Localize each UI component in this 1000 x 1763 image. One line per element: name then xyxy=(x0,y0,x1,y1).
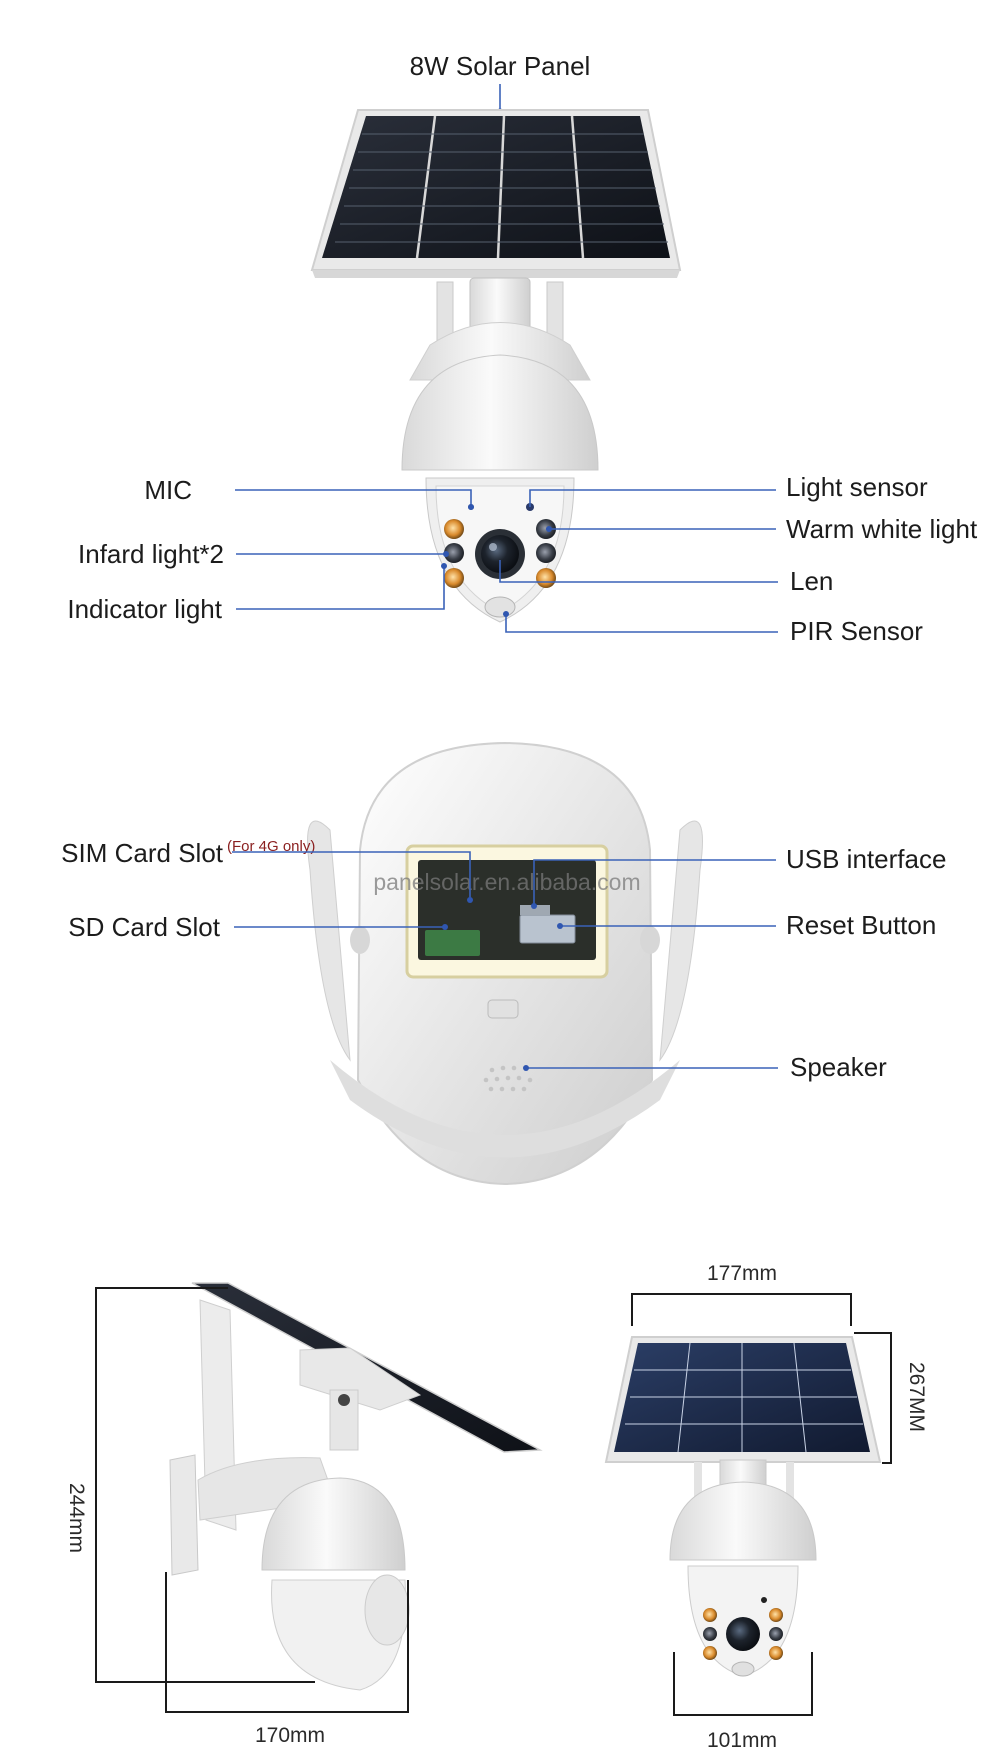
sim-slot-callout-dot xyxy=(467,897,473,903)
front-view-section: 8W Solar Panel xyxy=(67,51,978,646)
infrared-light-bottom xyxy=(444,568,464,588)
sim-slot-label: SIM Card Slot xyxy=(61,838,224,868)
usb-reset-illustration xyxy=(519,914,576,944)
front-body-width-dim: 101mm xyxy=(707,1729,777,1752)
side-view-illustration xyxy=(169,1282,543,1691)
warm-light-label: Warm white light xyxy=(786,514,978,544)
back-view-section: panelsolar.en.alibaba.com SIM Card Slot … xyxy=(61,741,946,1186)
light-sensor-callout-line xyxy=(529,489,776,507)
infrared-callout-dot xyxy=(443,551,449,557)
sd-slot-illustration xyxy=(425,930,480,956)
bracket-hook xyxy=(487,999,519,1019)
speaker-callout-dot xyxy=(523,1065,529,1071)
front-total-height-dim: 267MM xyxy=(905,1362,928,1432)
front-body-width-dim-line xyxy=(673,1652,813,1716)
watermark: panelsolar.en.alibaba.com xyxy=(373,869,640,895)
reset-label: Reset Button xyxy=(786,910,936,940)
sd-slot-label: SD Card Slot xyxy=(68,912,220,942)
speaker-label: Speaker xyxy=(790,1052,887,1082)
infrared-light-middle xyxy=(444,543,464,563)
front-view-small-illustration xyxy=(604,1336,882,1677)
pir-sensor-label: PIR Sensor xyxy=(790,616,923,646)
sim-slot-note: (For 4G only) xyxy=(227,838,315,855)
mic-label: MIC xyxy=(144,475,192,505)
pir-callout-line xyxy=(505,612,778,633)
indicator-light-label: Indicator light xyxy=(67,594,222,624)
usb-label: USB interface xyxy=(786,844,946,874)
camera-emitters xyxy=(444,503,556,618)
lens-callout-line xyxy=(499,560,778,583)
mic-callout-dot xyxy=(468,504,474,510)
side-screw-right xyxy=(640,926,660,954)
side-height-dim-line xyxy=(95,1287,315,1683)
indicator-callout-dot xyxy=(441,563,447,569)
infrared-light-top xyxy=(444,519,464,539)
side-height-dim: 244mm xyxy=(65,1483,88,1553)
front-panel-width-dim: 177mm xyxy=(707,1262,777,1285)
side-depth-dim-line xyxy=(165,1572,409,1713)
side-depth-dim: 170mm xyxy=(255,1724,325,1747)
solar-panel-label: 8W Solar Panel xyxy=(410,51,591,81)
side-screw-left xyxy=(350,926,370,954)
lens-label: Len xyxy=(790,566,833,596)
front-panel-width-dim-line xyxy=(631,1293,852,1326)
warm-light-bottom xyxy=(536,568,556,588)
mic-callout-line xyxy=(235,489,472,507)
light-sensor-label: Light sensor xyxy=(786,472,928,502)
warm-light-callout-dot xyxy=(546,526,552,532)
sim-slot-callout-line xyxy=(232,851,471,900)
solar-panel-illustration xyxy=(310,109,682,278)
warm-light-middle xyxy=(536,543,556,563)
pir-sensor xyxy=(484,596,516,618)
sd-slot-callout-dot xyxy=(442,924,448,930)
reset-callout-dot xyxy=(557,923,563,929)
front-height-dim-line xyxy=(854,1332,892,1464)
camera-back-illustration xyxy=(307,741,703,1186)
infrared-light-label: Infard light*2 xyxy=(78,539,224,569)
indicator-callout-line xyxy=(236,566,445,610)
usb-callout-dot xyxy=(531,903,537,909)
dimensions-section: 244mm 170mm xyxy=(65,1262,928,1752)
usb-callout-line xyxy=(533,859,776,906)
speaker-holes xyxy=(483,1065,533,1092)
pir-callout-dot xyxy=(503,611,509,617)
usb-port-illustration xyxy=(520,905,550,915)
